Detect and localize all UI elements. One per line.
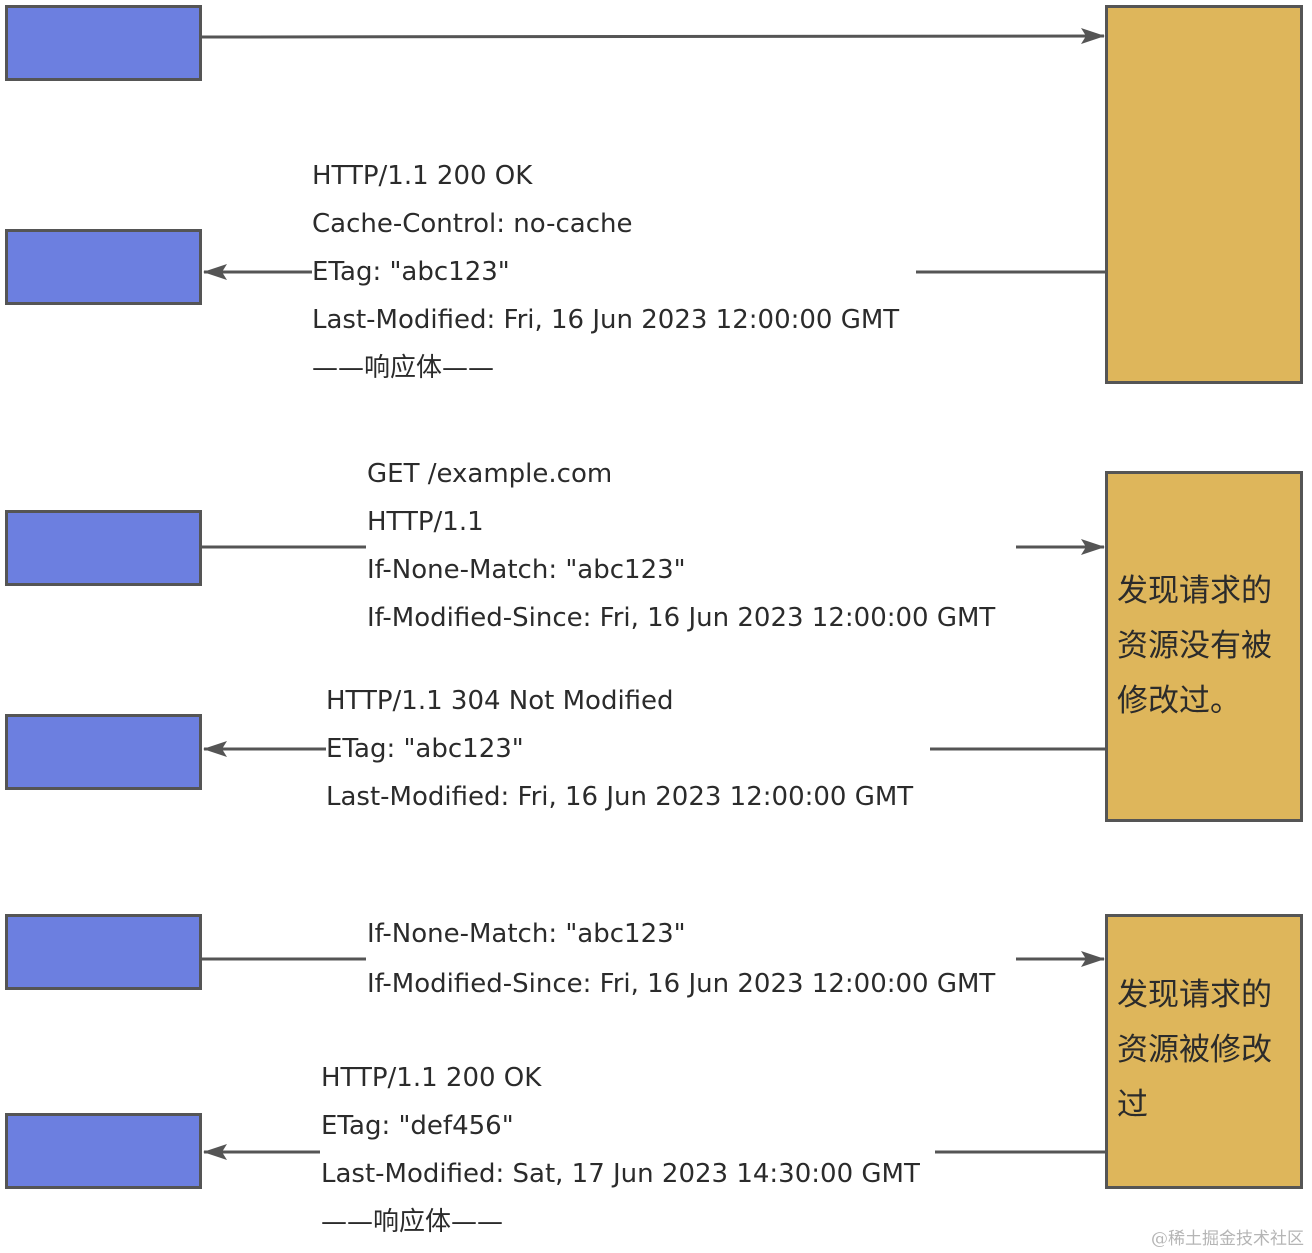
status-line: HTTP/1.1 200 OK bbox=[321, 1063, 542, 1093]
response-message-3: HTTP/1.1 200 OK ETag: "def456" Last-Modi… bbox=[321, 1054, 920, 1246]
watermark: @稀土掘金技术社区 bbox=[1151, 1229, 1304, 1249]
client-box-4 bbox=[5, 714, 202, 790]
protocol-line: HTTP/1.1 bbox=[367, 507, 484, 537]
etag-header: ETag: "abc123" bbox=[326, 734, 524, 764]
server-note-modified: 发现请求的资源被修改过 bbox=[1117, 977, 1272, 1123]
last-modified-header: Last-Modified: Fri, 16 Jun 2023 12:00:00… bbox=[326, 782, 914, 812]
response-body-label: ——响应体—— bbox=[321, 1207, 504, 1237]
request-message-3: If-None-Match: "abc123" If-Modified-Sinc… bbox=[367, 909, 995, 1009]
last-modified-header: Last-Modified: Fri, 16 Jun 2023 12:00:00… bbox=[312, 305, 900, 335]
server-note-unmodified: 发现请求的资源没有被修改过。 bbox=[1117, 573, 1272, 719]
last-modified-header: Last-Modified: Sat, 17 Jun 2023 14:30:00… bbox=[321, 1159, 920, 1189]
server-box-3: 发现请求的资源被修改过 bbox=[1105, 914, 1303, 1189]
etag-header: ETag: "def456" bbox=[321, 1111, 514, 1141]
client-box-1 bbox=[5, 5, 202, 81]
etag-header: ETag: "abc123" bbox=[312, 257, 510, 287]
response-message-2: HTTP/1.1 304 Not Modified ETag: "abc123"… bbox=[326, 677, 913, 821]
status-line: HTTP/1.1 200 OK bbox=[312, 161, 533, 191]
response-message-1: HTTP/1.1 200 OK Cache-Control: no-cache … bbox=[312, 152, 899, 392]
server-box-1 bbox=[1105, 5, 1303, 384]
if-none-match-header: If-None-Match: "abc123" bbox=[367, 555, 686, 585]
response-body-label: ——响应体—— bbox=[312, 353, 495, 383]
if-none-match-header: If-None-Match: "abc123" bbox=[367, 919, 686, 949]
status-line: HTTP/1.1 304 Not Modified bbox=[326, 686, 674, 716]
client-box-5 bbox=[5, 914, 202, 990]
client-box-3 bbox=[5, 510, 202, 586]
cache-control-header: Cache-Control: no-cache bbox=[312, 209, 633, 239]
if-modified-since-header: If-Modified-Since: Fri, 16 Jun 2023 12:0… bbox=[367, 603, 996, 633]
request-arrow-1 bbox=[201, 28, 1105, 45]
server-box-2: 发现请求的资源没有被修改过。 bbox=[1105, 471, 1303, 822]
request-message-2: GET /example.com HTTP/1.1 If-None-Match:… bbox=[367, 450, 995, 642]
request-line: GET /example.com bbox=[367, 459, 613, 489]
client-box-6 bbox=[5, 1113, 202, 1189]
if-modified-since-header: If-Modified-Since: Fri, 16 Jun 2023 12:0… bbox=[367, 969, 996, 999]
client-box-2 bbox=[5, 229, 202, 305]
